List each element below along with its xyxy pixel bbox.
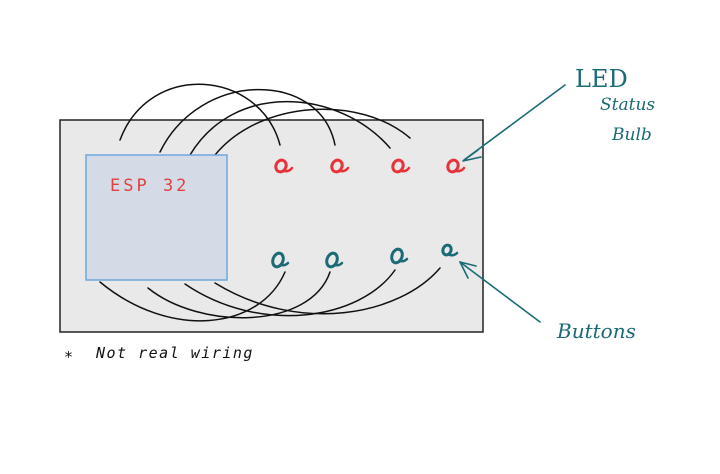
wire-bottom-3 <box>184 269 396 317</box>
arrows <box>459 84 566 323</box>
led-label: LED <box>575 65 628 93</box>
wire-top-1 <box>119 83 281 146</box>
wire-top-4 <box>214 108 411 156</box>
wire-bottom-4 <box>214 267 441 315</box>
led-2 <box>330 158 350 174</box>
buttons-label: Buttons <box>556 319 636 343</box>
button-1 <box>271 251 290 269</box>
led-label-status: Status <box>600 95 655 115</box>
buttons-arrow-icon <box>459 261 541 323</box>
button-group <box>271 243 459 269</box>
esp32-module <box>85 154 228 281</box>
button-3 <box>390 247 409 265</box>
wire-top-2 <box>159 88 336 153</box>
note-asterisk: * <box>64 348 75 366</box>
buttons-arrow-head-icon <box>459 261 477 279</box>
led-1 <box>274 158 294 174</box>
note-text: Not real wiring <box>95 344 254 362</box>
button-4 <box>441 243 459 257</box>
led-group <box>274 158 466 174</box>
wire-bottom-2 <box>147 271 331 319</box>
button-2 <box>325 251 344 269</box>
led-label-bulb: Bulb <box>611 125 652 145</box>
led-arrow-head-icon <box>462 149 482 162</box>
wire-top-3 <box>189 100 391 156</box>
led-4 <box>446 158 466 174</box>
wire-bottom-1 <box>99 271 286 322</box>
esp32-label: ESP 32 <box>110 176 189 196</box>
led-3 <box>391 158 411 174</box>
led-arrow-icon <box>463 84 566 161</box>
wires <box>99 83 441 322</box>
